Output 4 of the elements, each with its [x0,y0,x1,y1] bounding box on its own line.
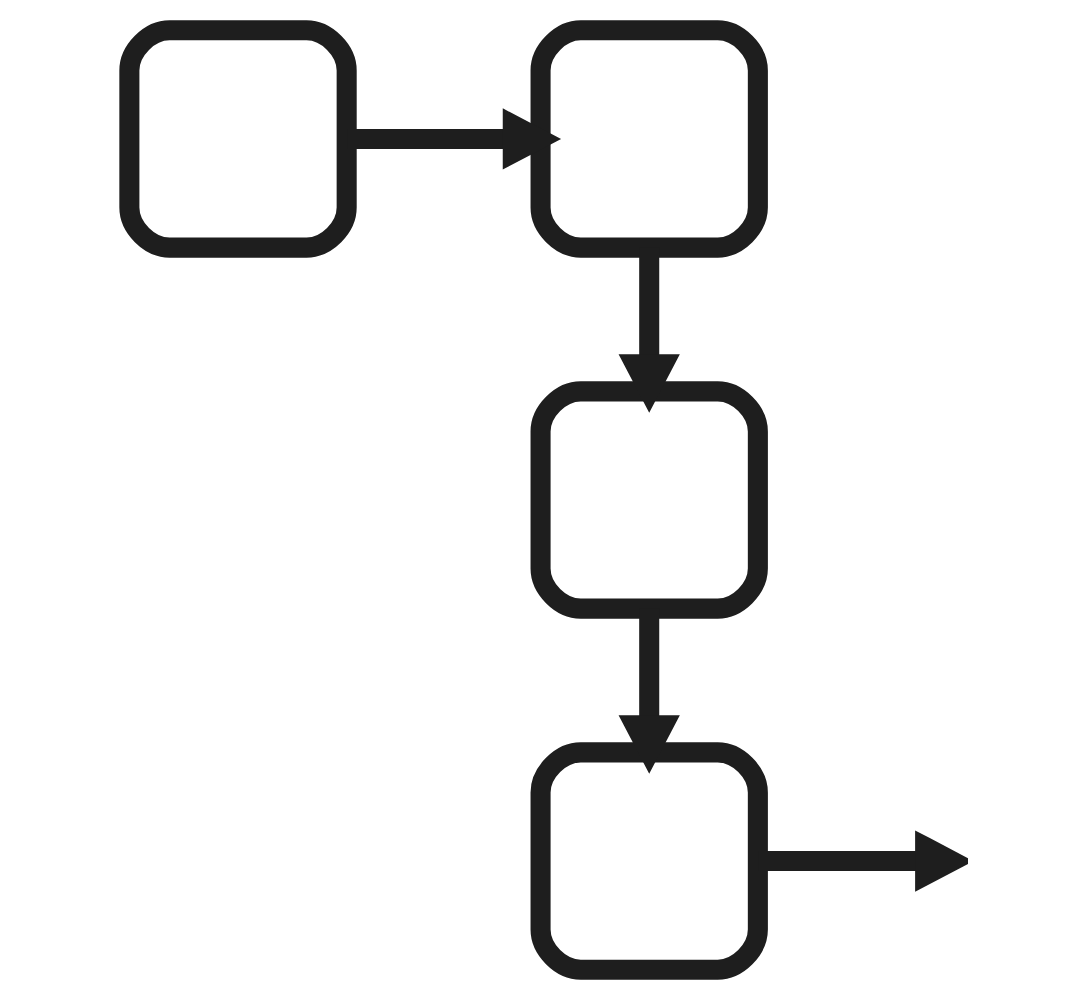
node-box [119,20,357,258]
node-box [530,20,768,258]
node-box [530,381,768,619]
node-box [530,742,768,980]
